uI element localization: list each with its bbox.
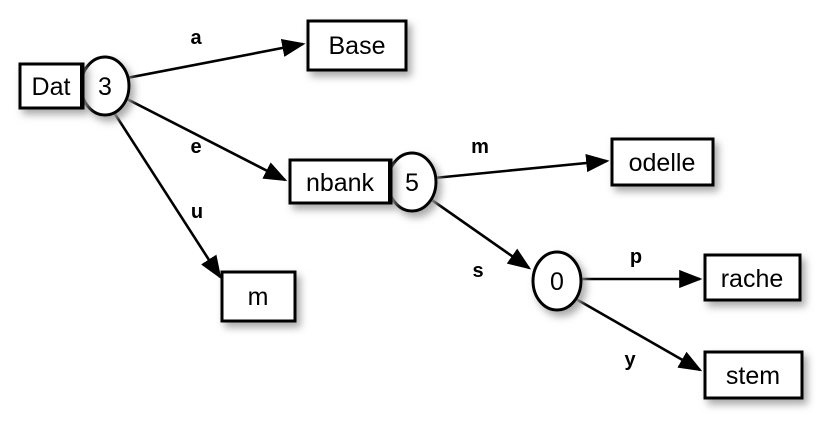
node-zero-ellipse[interactable] [531, 250, 583, 312]
node-stem-rect[interactable] [703, 350, 804, 400]
node-nbank-5-rect-inner [292, 162, 389, 201]
nodes-layer: Dat 3 Base nbank 5 m [18, 19, 804, 400]
node-zero-label: 0 [550, 268, 564, 296]
node-dat-3-ellipse-label: 3 [98, 73, 112, 101]
node-nbank-5-rect-label: nbank [306, 169, 375, 197]
node-dat-3[interactable]: Dat 3 [18, 55, 131, 117]
edge-u[interactable] [113, 113, 222, 280]
node-m[interactable]: m [220, 270, 297, 323]
node-base-label: Base [329, 32, 386, 60]
edge-s[interactable] [428, 196, 532, 270]
node-m-label: m [248, 283, 269, 311]
node-zero[interactable]: 0 [531, 250, 583, 312]
edge-label-a: a [190, 27, 202, 49]
edge-e[interactable] [126, 97, 288, 182]
edge-a[interactable] [126, 39, 306, 80]
edge-label-p: p [630, 246, 642, 268]
node-nbank-5-ellipse-label: 5 [405, 169, 419, 197]
node-odelle[interactable]: odelle [610, 137, 715, 187]
node-stem-label: stem [726, 362, 780, 390]
node-nbank-5[interactable]: nbank 5 [288, 151, 438, 213]
node-base[interactable]: Base [306, 19, 408, 72]
node-dat-3-rect-inner [22, 66, 81, 106]
node-rache[interactable]: rache [703, 253, 802, 302]
node-dat-3-rect-label: Dat [32, 73, 71, 101]
edge-y[interactable] [575, 297, 703, 372]
node-m-rect[interactable] [220, 270, 297, 323]
edge-labels-layer: a e u m s p y [190, 27, 642, 371]
node-rache-rect[interactable] [703, 253, 802, 302]
node-base-rect[interactable] [306, 19, 408, 72]
edge-m[interactable] [433, 153, 610, 180]
edge-label-m: m [471, 136, 489, 158]
node-stem[interactable]: stem [703, 350, 804, 400]
node-odelle-label: odelle [629, 149, 696, 177]
edge-label-e: e [190, 136, 201, 158]
edges-layer [113, 39, 703, 372]
edge-label-s: s [472, 260, 483, 282]
node-rache-label: rache [721, 265, 784, 293]
node-odelle-rect[interactable] [610, 137, 715, 187]
edge-label-u: u [191, 201, 203, 223]
edge-label-y: y [624, 349, 636, 371]
